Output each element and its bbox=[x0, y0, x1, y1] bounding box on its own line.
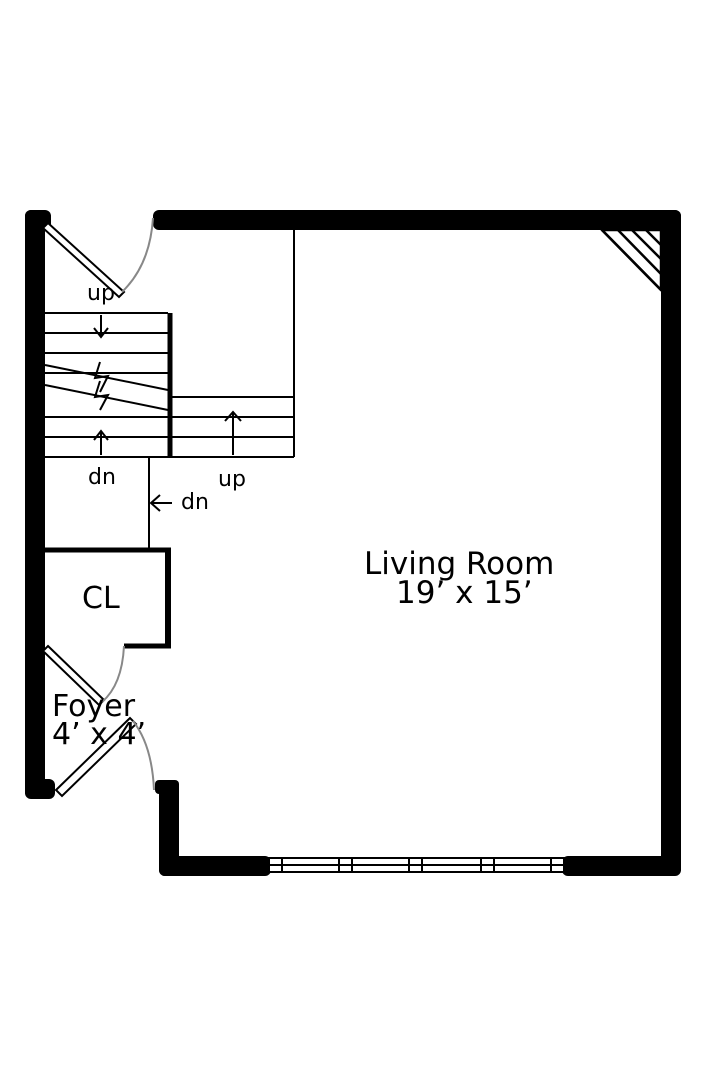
exterior-walls bbox=[25, 210, 681, 876]
corner-fireplace bbox=[599, 228, 663, 294]
door-foyer-entry bbox=[54, 716, 155, 798]
foyer-dimensions: 4’ x 4’ bbox=[52, 717, 147, 752]
wall-foyer-jamb-cap bbox=[155, 780, 179, 794]
wall-left bbox=[25, 210, 45, 798]
doors bbox=[41, 217, 155, 798]
living-room-dimensions: 19’ x 15’ bbox=[396, 575, 533, 611]
door-closet bbox=[41, 644, 125, 707]
stair-label-top-up: up bbox=[87, 281, 115, 306]
living-room-name: Living Room bbox=[364, 546, 555, 582]
wall-top bbox=[153, 210, 681, 230]
stair-arrows bbox=[93, 315, 242, 512]
left-stair-treads bbox=[44, 312, 169, 438]
stair-label-left-dn: dn bbox=[88, 465, 116, 490]
stair-label-right-up: up bbox=[218, 467, 246, 492]
closet-walls bbox=[43, 547, 171, 649]
wall-left-bottom-stub bbox=[25, 779, 55, 799]
bottom-window bbox=[268, 857, 565, 873]
wall-bottom-right bbox=[562, 856, 681, 876]
interior-lines bbox=[45, 228, 295, 550]
wall-bottom-left bbox=[159, 856, 271, 876]
door-top-left bbox=[41, 217, 154, 299]
wall-foyer-jamb bbox=[159, 780, 179, 876]
closet-name: CL bbox=[82, 581, 120, 616]
stair-label-landing-dn: dn bbox=[181, 490, 209, 515]
wall-right bbox=[661, 210, 681, 875]
foyer-name: Foyer bbox=[52, 689, 136, 724]
